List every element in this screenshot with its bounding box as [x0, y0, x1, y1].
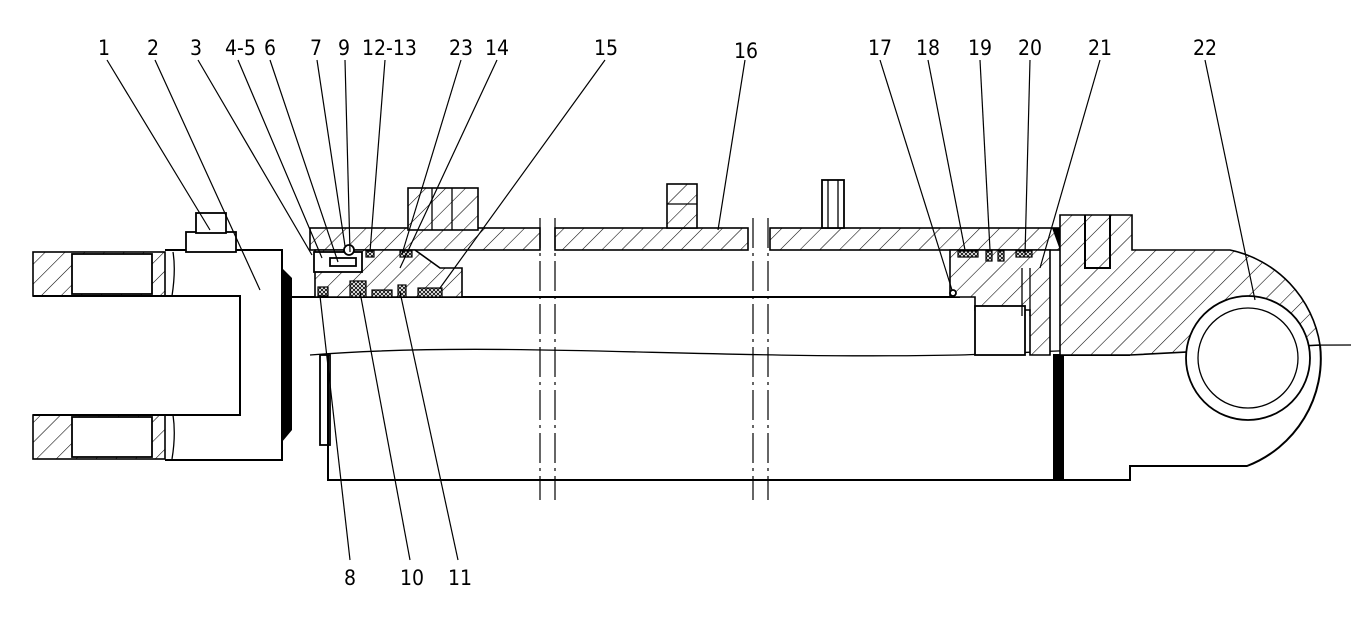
callout-4-5: 4-5: [225, 36, 256, 60]
oil-port-right: [821, 179, 845, 229]
callout-1: 1: [98, 36, 110, 60]
callout-10: 10: [400, 566, 424, 590]
cylinder-eye-end: [1059, 214, 1322, 481]
cylinder-barrel: [309, 227, 1061, 251]
callout-19: 19: [968, 36, 992, 60]
callout-11: 11: [448, 566, 472, 590]
callout-21: 21: [1088, 36, 1112, 60]
callout-7: 7: [310, 36, 322, 60]
callout-9: 9: [338, 36, 350, 60]
callout-14: 14: [485, 36, 509, 60]
oil-port-middle: [666, 183, 698, 229]
callout-3: 3: [190, 36, 202, 60]
callout-12-13: 12-13: [362, 36, 417, 60]
rod-clevis: [32, 249, 283, 461]
callout-6: 6: [264, 36, 276, 60]
callout-2: 2: [147, 36, 159, 60]
callout-17: 17: [868, 36, 892, 60]
piston: [949, 249, 1051, 356]
callout-8: 8: [344, 566, 356, 590]
callout-22: 22: [1193, 36, 1217, 60]
grease-nipple-clevis: [185, 212, 237, 253]
callout-15: 15: [594, 36, 618, 60]
callouts-top: 1 2 3 4-5 6 7 9 12-13 23 14 15 16 17 18 …: [98, 36, 1217, 63]
leader-lines: [106, 59, 1256, 561]
callouts-bottom: 8 10 11: [344, 566, 472, 590]
break-lines: [539, 218, 769, 500]
callout-16: 16: [734, 39, 758, 63]
callout-18: 18: [916, 36, 940, 60]
callout-23: 23: [449, 36, 473, 60]
callout-20: 20: [1018, 36, 1042, 60]
oil-port-left: [407, 187, 479, 231]
rod-wiper-black: [282, 268, 292, 442]
